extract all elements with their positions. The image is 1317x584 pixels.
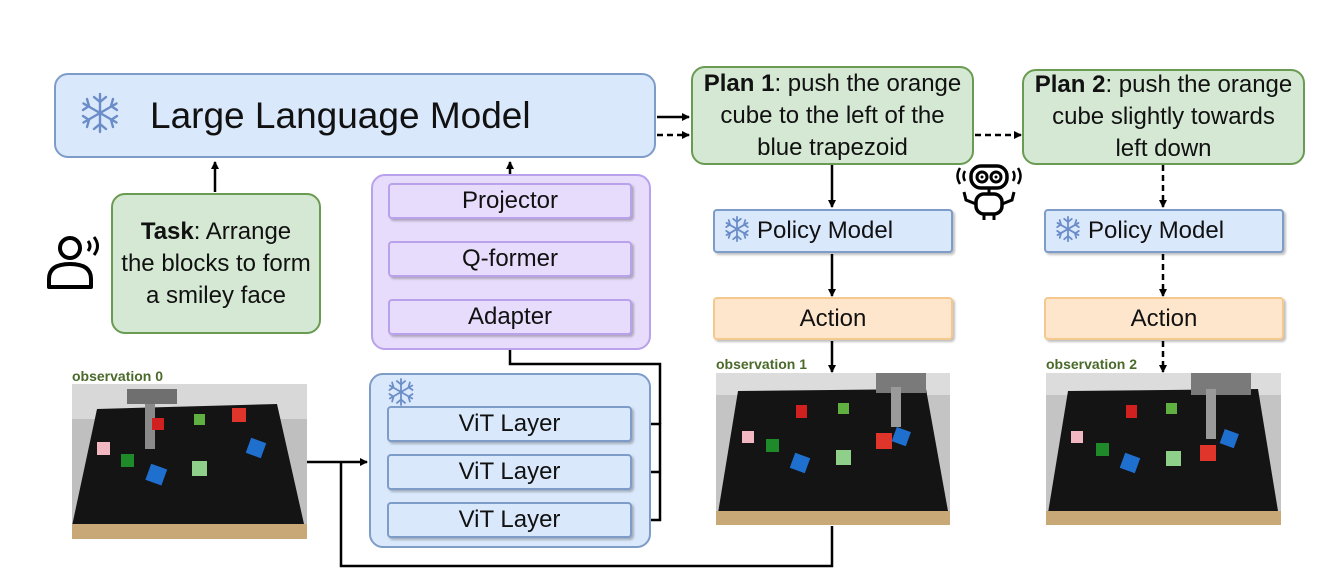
snowflake-icon (723, 215, 751, 248)
policy-model-1-label: Policy Model (757, 217, 894, 244)
user-speaking-icon (44, 233, 108, 296)
vit-layer-3: ViT Layer (387, 502, 632, 538)
observation-1-image (716, 373, 950, 525)
plan2-description: : push the orange cube slightly towards … (1052, 71, 1293, 162)
plan2-text: Plan 2: push the orange cube slightly to… (1024, 69, 1303, 165)
policy-model-2-label: Policy Model (1088, 217, 1225, 244)
vit-layer-1: ViT Layer (387, 406, 632, 442)
vit-layer-2: ViT Layer (387, 454, 632, 490)
line-obs1-to-vit (339, 462, 834, 568)
policy-model-1: Policy Model (713, 209, 953, 253)
observation-2-image (1046, 373, 1281, 525)
plan1-heading: Plan 1 (703, 69, 775, 97)
plan1-description: : push the orange cube to the left of th… (720, 69, 962, 161)
qformer-box: Q-former (388, 241, 632, 277)
snowflake-icon (386, 377, 416, 412)
task-heading: Task (140, 217, 194, 245)
plan2-box: Plan 2: push the orange cube slightly to… (1022, 69, 1305, 165)
plan1-box: Plan 1: push the orange cube to the left… (691, 66, 974, 165)
task-text: Task: Arrange the blocks to form a smile… (113, 216, 319, 312)
observation-1-label: observation 1 (716, 356, 808, 372)
arrow-vit-to-adapter (506, 339, 662, 424)
observation-0-label: observation 0 (72, 368, 164, 384)
robot-icon (954, 160, 1024, 229)
policy-model-2: Policy Model (1044, 209, 1284, 253)
llm-label: Large Language Model (150, 94, 531, 136)
plan1-text: Plan 1: push the orange cube to the left… (693, 68, 972, 164)
observation-0-image (72, 384, 307, 539)
action-1: Action (713, 297, 953, 340)
plan2-heading: Plan 2 (1034, 71, 1106, 98)
projector-box: Projector (388, 183, 632, 219)
llm-box: Large Language Model (54, 73, 656, 158)
action-2: Action (1044, 297, 1284, 340)
task-description: : Arrange the blocks to form a smiley fa… (121, 217, 311, 309)
task-box: Task: Arrange the blocks to form a smile… (111, 193, 321, 334)
snowflake-icon (78, 91, 122, 140)
adapter-box: Adapter (388, 299, 632, 335)
snowflake-icon (1054, 215, 1082, 248)
observation-2-label: observation 2 (1046, 356, 1138, 372)
